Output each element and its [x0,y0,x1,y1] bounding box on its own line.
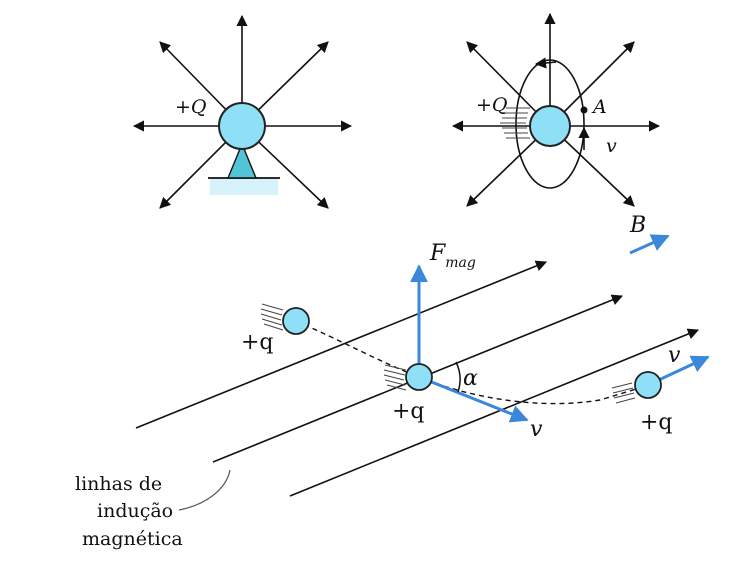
label-force-sub: mag [445,255,476,271]
charge-sphere-q-center [405,363,433,391]
loop-direction-arrow [534,57,557,69]
charge-sphere-q-right [634,371,662,399]
caption-pointer [178,469,231,511]
charge-center-q: α Fmag +q v [383,241,543,442]
right-charge-group: A v +Q [451,12,661,207]
label-charge-left: +Q [175,96,207,118]
left-charge-group: +Q [132,14,353,209]
label-charge-right: +Q [476,94,508,116]
support-base [210,178,278,195]
label-alpha: α [463,366,478,391]
label-q-right: +q [640,410,673,435]
charge-left-q: +q [241,303,310,355]
label-v-right: v [668,343,681,368]
b-field-indicator: B [629,213,670,255]
label-force: Fmag [429,241,476,271]
label-velocity-top: v [606,135,617,157]
label-point-a: A [591,96,607,118]
motion-streaks-right [611,382,636,404]
induction-caption: linhas de indução magnética [75,469,231,550]
label-v-center: v [530,417,543,442]
magnetic-field-loop [515,59,585,189]
caption-line-3: magnética [82,528,183,550]
motion-streaks-top [500,107,530,139]
charge-sphere-q-left [282,307,310,335]
label-q-center: +q [392,399,425,424]
velocity-vector-center [418,375,529,423]
support-triangle [226,142,258,179]
caption-line-1: linhas de [75,473,162,495]
charge-sphere-right [529,105,571,147]
charge-trajectory [295,320,647,405]
motion-streaks-left [260,303,284,331]
b-field-arrow [629,234,670,255]
induction-line-3 [289,328,700,497]
charge-sphere-left [218,102,266,150]
label-q-left: +q [241,330,274,355]
point-a-dot [580,106,588,114]
induction-line-1 [135,260,548,429]
charge-right-q: v +q [611,343,710,435]
alpha-arc [455,361,461,393]
motion-streaks-center [383,364,407,391]
caption-line-2: indução [97,500,173,522]
label-field-b: B [629,213,646,238]
label-force-main: F [429,241,446,266]
